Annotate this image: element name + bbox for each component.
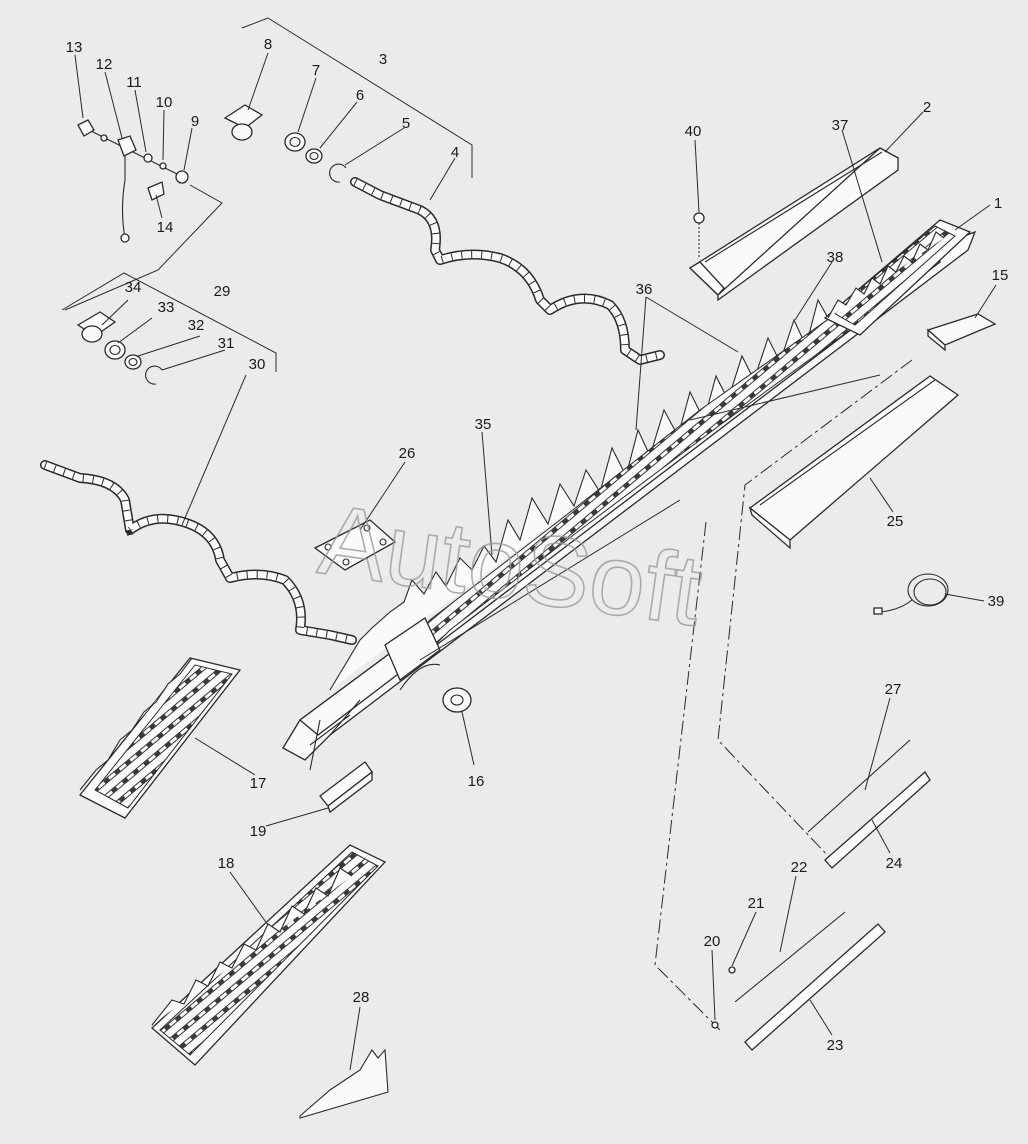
part-16-bearing [442,687,472,713]
part-21-pin [728,966,736,974]
callout-38: 38 [827,249,844,266]
callout-20: 20 [704,933,721,950]
callout-17: 17 [250,775,267,792]
part-28-plate [299,1048,389,1119]
part-19-bracket [319,761,373,814]
callout-12: 12 [96,56,113,73]
callout-36: 36 [636,281,653,298]
callout-19: 19 [250,823,267,840]
part-6-ring [305,148,323,164]
callout-32: 32 [188,317,205,334]
callout-11: 11 [126,74,142,91]
callout-4: 4 [451,144,459,161]
main-conveyor-assembly [282,230,977,771]
part-37-conveyor-section [823,219,972,336]
hardware-group-bracket [64,184,223,311]
callout-40: 40 [685,123,702,140]
callout-37: 37 [832,117,849,134]
callout-13: 13 [66,39,83,56]
callout-16: 16 [468,773,485,790]
part-31-ring [145,365,163,385]
hardware-9-14-group [77,119,189,243]
callout-33: 33 [158,299,175,316]
part-40-fastener [693,212,705,258]
part-39-coil [873,573,949,615]
callout-23: 23 [827,1037,844,1054]
part-30-hose [40,460,357,645]
callout-15: 15 [992,267,1009,284]
callout-30: 30 [249,356,266,373]
part-8-bracket [223,104,264,141]
part-2-tray [688,147,900,302]
callout-26: 26 [399,445,416,462]
part-26-plate [313,519,397,571]
callout-1: 1 [994,195,1002,212]
part-33-ring [104,340,126,360]
part-5-ring [329,163,347,183]
callout-22: 22 [791,859,808,876]
callout-24: 24 [886,855,903,872]
part-23-rail [744,923,886,1051]
callout-27: 27 [885,681,902,698]
group-bracket-29 [61,272,277,372]
callout-25: 25 [887,513,904,530]
callout-34: 34 [125,279,142,296]
callout-5: 5 [402,115,410,132]
part-24-rail [824,771,931,869]
leader-lines [74,52,997,1071]
part-22-rod [734,911,846,1003]
callout-21: 21 [748,895,765,912]
callout-6: 6 [356,87,364,104]
callout-7: 7 [312,62,320,79]
part-32-ring [124,354,142,370]
callout-9: 9 [191,113,199,130]
callout-8: 8 [264,36,272,53]
part-4-hose [350,177,665,365]
callout-2: 2 [923,99,931,116]
callout-28: 28 [353,989,370,1006]
callout-3: 3 [379,51,387,68]
assembly-dash-lines [654,359,913,1031]
callout-31: 31 [218,335,235,352]
callout-29: 29 [214,283,231,300]
watermark-text: AutoSoft [313,483,709,647]
part-7-ring [284,132,306,152]
part-18-conveyor [151,844,387,1066]
part-15-plate [926,313,997,352]
callout-10: 10 [156,94,173,111]
part-20-pin [711,1021,719,1029]
part-17-conveyor [78,657,242,819]
part-34-bracket [76,311,117,343]
part-27-rail [807,739,911,833]
callout-labels: 1 2 3 4 5 6 7 8 9 10 11 12 13 14 15 16 1… [66,36,1009,1054]
callout-39: 39 [988,593,1005,610]
callout-18: 18 [218,855,235,872]
group-bracket-3 [241,17,473,178]
part-25-tray [748,375,960,550]
callout-35: 35 [475,416,492,433]
callout-14: 14 [157,219,174,236]
